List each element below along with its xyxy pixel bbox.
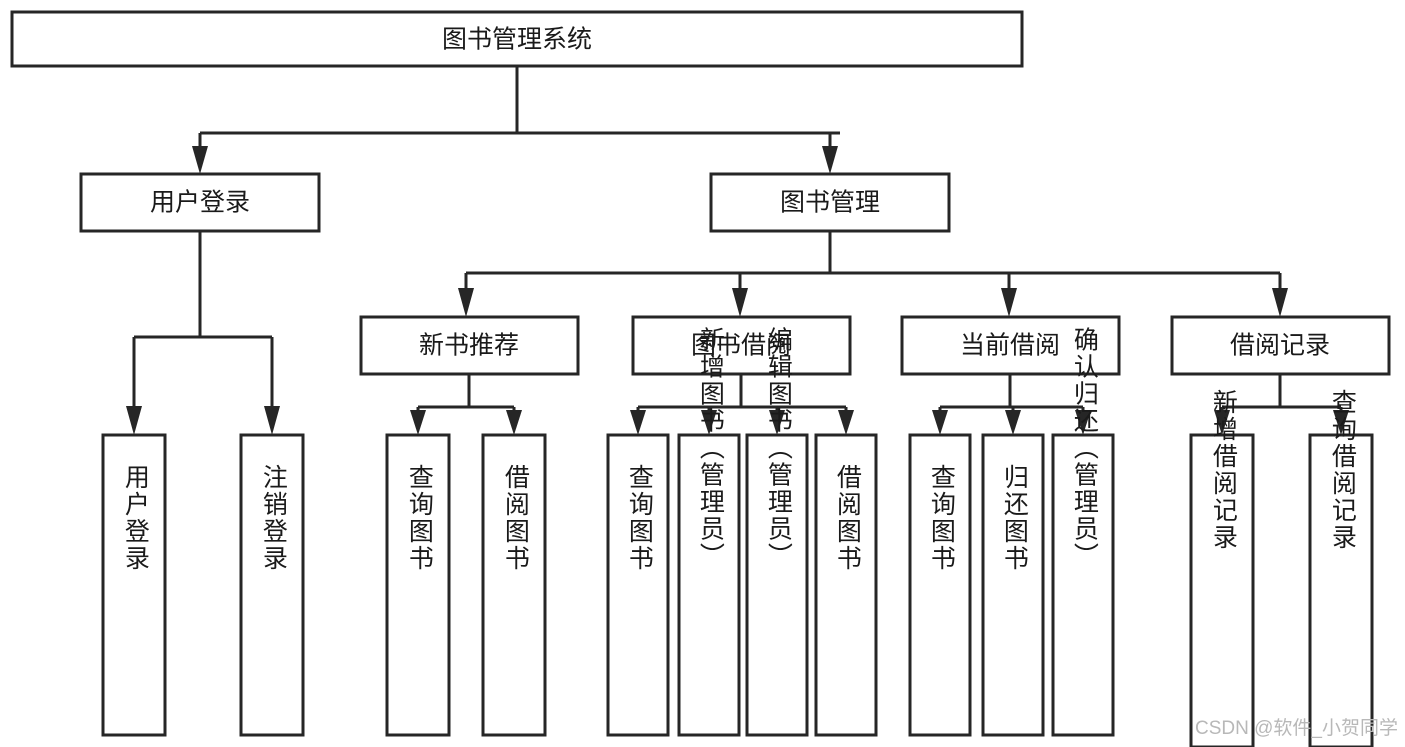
node-current-borrow[interactable]: 当前借阅 [900, 315, 1121, 376]
node-leaf-confirm-return-admin[interactable]: 确认归还（管理员） [1051, 327, 1115, 737]
arrow-head-leaf-return-book [1005, 410, 1021, 435]
connector-group-borrow-record [1214, 374, 1349, 435]
connector-group-new-book-recommend [410, 374, 522, 435]
arrow-head-leaf-borrow-book [838, 410, 854, 435]
arrow-head-leaf-add-book-admin [701, 410, 717, 435]
node-current-borrow-box[interactable] [900, 315, 1121, 376]
connector-group-book-borrow [630, 374, 854, 435]
node-leaf-query-book-current-box[interactable] [908, 433, 972, 737]
arrow-head-leaf-edit-book-admin [769, 410, 785, 435]
connector-group-book-management [458, 231, 1288, 317]
node-root-label: 图书管理系统 [442, 26, 592, 54]
arrow-head-leaf-query-book-borrow [630, 410, 646, 435]
node-leaf-query-borrow-record-box[interactable] [1308, 433, 1374, 747]
node-leaf-add-borrow-record-label: 新增借阅记录 [1209, 389, 1238, 551]
node-book-management[interactable]: 图书管理 [709, 172, 951, 233]
node-leaf-query-book-recommend[interactable]: 查询图书 [385, 433, 451, 737]
node-leaf-borrow-book-label: 借阅图书 [833, 464, 862, 572]
node-leaf-query-borrow-record-label: 查询借阅记录 [1328, 389, 1357, 551]
node-user-login-box[interactable] [79, 172, 321, 233]
node-leaf-query-book-borrow-box[interactable] [606, 433, 670, 737]
node-leaf-add-book-admin-label: 新增图书（管理员） [696, 327, 725, 570]
node-user-login-label: 用户登录 [150, 189, 250, 217]
node-borrow-record[interactable]: 借阅记录 [1170, 315, 1391, 376]
node-leaf-return-book[interactable]: 归还图书 [981, 433, 1045, 737]
node-book-management-label: 图书管理 [780, 189, 880, 217]
node-leaf-edit-book-admin-label: 编辑图书（管理员） [764, 327, 793, 570]
connector-group-root [192, 66, 840, 174]
node-leaf-edit-book-admin-box[interactable] [745, 433, 809, 737]
node-leaf-logout-login[interactable]: 注销登录 [239, 433, 305, 737]
node-leaf-borrow-book[interactable]: 借阅图书 [814, 433, 878, 737]
arrow-head-borrow-record [1272, 288, 1288, 317]
node-leaf-return-book-label: 归还图书 [1000, 464, 1029, 572]
arrow-head-book-borrow [732, 288, 748, 317]
connector-group-current-borrow [932, 374, 1091, 435]
node-leaf-logout-login-box[interactable] [239, 433, 305, 737]
node-leaf-edit-book-admin[interactable]: 编辑图书（管理员） [745, 327, 809, 737]
node-new-book-recommend-label: 新书推荐 [419, 332, 519, 360]
node-leaf-user-login[interactable]: 用户登录 [101, 433, 167, 737]
node-leaf-query-book-borrow[interactable]: 查询图书 [606, 433, 670, 737]
arrow-head-leaf-add-borrow-record [1214, 410, 1230, 435]
arrow-head-leaf-query-book-current [932, 410, 948, 435]
node-leaf-query-borrow-record[interactable]: 查询借阅记录 [1308, 389, 1374, 747]
arrow-head-leaf-query-borrow-record [1333, 410, 1349, 435]
arrow-head-book-management [822, 146, 838, 174]
node-root-box[interactable] [10, 10, 1024, 68]
node-leaf-borrow-book-recommend[interactable]: 借阅图书 [481, 433, 547, 737]
node-leaf-return-book-box[interactable] [981, 433, 1045, 737]
node-leaf-add-book-admin[interactable]: 新增图书（管理员） [677, 327, 741, 737]
node-leaf-confirm-return-admin-box[interactable] [1051, 433, 1115, 737]
node-root[interactable]: 图书管理系统 [10, 10, 1024, 68]
node-book-management-box[interactable] [709, 172, 951, 233]
node-book-borrow[interactable]: 图书借阅 [631, 315, 852, 376]
node-leaf-query-book-borrow-label: 查询图书 [625, 464, 654, 572]
node-borrow-record-label: 借阅记录 [1230, 332, 1330, 360]
arrow-head-leaf-confirm-return-admin [1075, 410, 1091, 435]
node-leaf-borrow-book-box[interactable] [814, 433, 878, 737]
node-leaf-logout-login-label: 注销登录 [259, 464, 288, 572]
node-leaf-borrow-book-recommend-label: 借阅图书 [501, 464, 530, 572]
node-leaf-user-login-box[interactable] [101, 433, 167, 737]
node-borrow-record-box[interactable] [1170, 315, 1391, 376]
node-leaf-query-book-recommend-label: 查询图书 [405, 464, 434, 572]
arrow-head-leaf-logout-login [264, 406, 280, 435]
node-leaf-user-login-label: 用户登录 [121, 464, 150, 572]
node-book-borrow-box[interactable] [631, 315, 852, 376]
node-leaf-add-borrow-record-box[interactable] [1189, 433, 1255, 747]
node-leaf-borrow-book-recommend-box[interactable] [481, 433, 547, 737]
node-leaf-query-book-current[interactable]: 查询图书 [908, 433, 972, 737]
node-leaf-query-book-current-label: 查询图书 [927, 464, 956, 572]
arrow-head-leaf-query-book-recommend [410, 410, 426, 435]
arrow-head-user-login [192, 146, 208, 174]
node-new-book-recommend[interactable]: 新书推荐 [359, 315, 580, 376]
node-leaf-confirm-return-admin-label: 确认归还（管理员） [1070, 327, 1099, 570]
arrow-head-current-borrow [1001, 288, 1017, 317]
node-current-borrow-label: 当前借阅 [960, 332, 1060, 360]
arrow-head-leaf-user-login [126, 406, 142, 435]
arrow-head-new-book-recommend [458, 288, 474, 317]
connector-group-user-login [126, 231, 280, 435]
watermark-text: CSDN @软件_小贺同学 [1195, 717, 1398, 739]
node-user-login[interactable]: 用户登录 [79, 172, 321, 233]
arrow-head-leaf-borrow-book-recommend [506, 410, 522, 435]
node-leaf-add-book-admin-box[interactable] [677, 433, 741, 737]
node-leaf-query-book-recommend-box[interactable] [385, 433, 451, 737]
node-new-book-recommend-box[interactable] [359, 315, 580, 376]
node-book-borrow-label: 图书借阅 [691, 332, 791, 360]
node-leaf-add-borrow-record[interactable]: 新增借阅记录 [1189, 389, 1255, 747]
